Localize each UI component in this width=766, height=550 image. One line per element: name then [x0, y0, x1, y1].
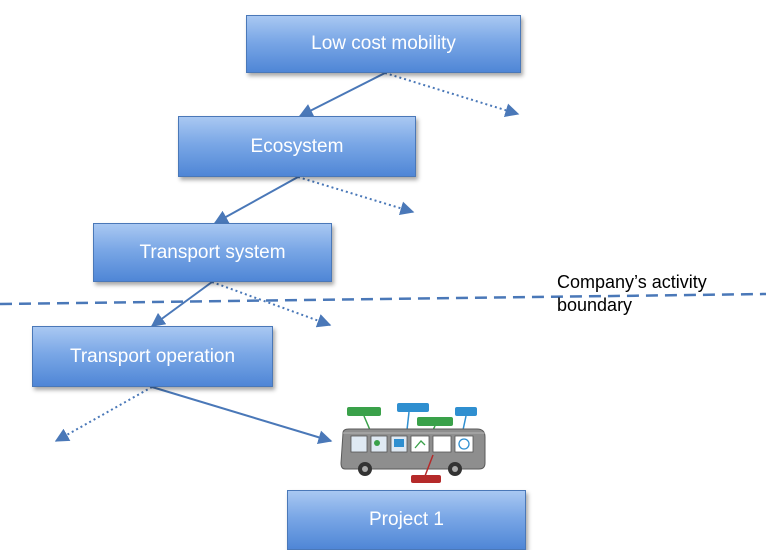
boundary-label: Company’s activity boundary	[557, 272, 707, 315]
node-label: Project 1	[369, 509, 444, 530]
arrow-operation-dotted	[54, 386, 153, 442]
arrow-operation-to-bus	[151, 386, 333, 445]
node-low-cost-mobility: Low cost mobility	[246, 15, 521, 73]
node-transport-operation: Transport operation	[32, 326, 273, 387]
node-ecosystem: Ecosystem	[178, 116, 416, 177]
bus-illustration	[340, 403, 486, 483]
node-label: Transport system	[139, 241, 286, 263]
boundary-line	[0, 292, 766, 306]
arrow-mobility-to-ecosystem	[298, 72, 386, 117]
node-project-1: Project 1	[287, 490, 526, 550]
node-transport-system: Transport system	[93, 223, 332, 282]
arrow-ecosystem-dotted	[297, 176, 415, 216]
arrow-transport-system-dotted	[211, 281, 332, 328]
arrow-mobility-dotted	[384, 72, 520, 117]
bus-icon	[337, 403, 487, 485]
node-label: Transport operation	[69, 345, 236, 367]
node-label: Low cost mobility	[311, 33, 456, 54]
node-label: Ecosystem	[250, 135, 344, 157]
arrow-transport-system-to-operation	[150, 281, 213, 327]
arrow-ecosystem-to-transport-system	[213, 176, 299, 224]
